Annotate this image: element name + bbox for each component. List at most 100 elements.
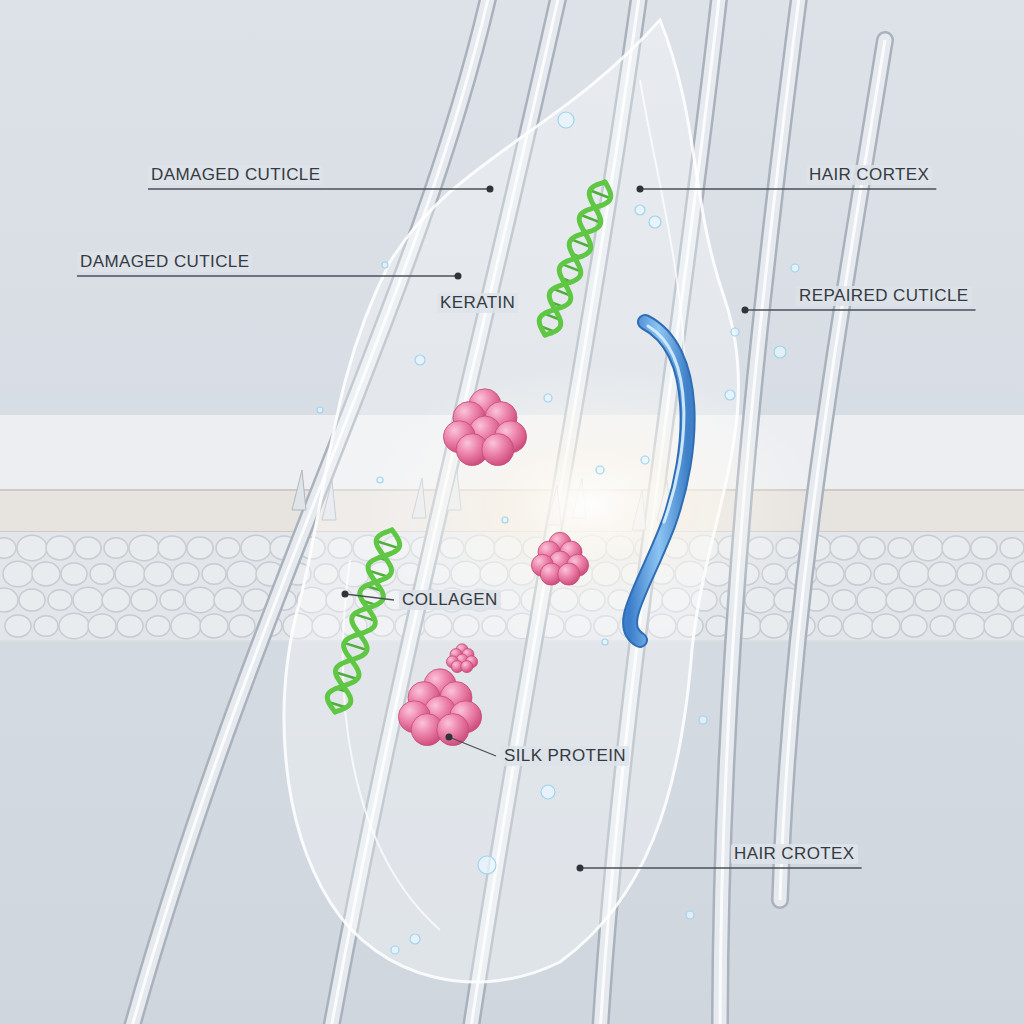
illustration-shape [832, 590, 856, 610]
illustration-shape [859, 537, 885, 559]
leader-dot [455, 273, 462, 280]
illustration-shape [0, 538, 16, 558]
illustration-shape [104, 538, 128, 558]
illustration-shape [942, 536, 970, 560]
illustration-shape [461, 661, 473, 673]
illustration-shape [34, 616, 58, 636]
leader-line [345, 594, 394, 600]
illustration-shape [32, 562, 60, 586]
leader-line [148, 188, 490, 189]
illustration-shape [969, 587, 999, 613]
protein-clusters [398, 389, 588, 746]
illustration-shape [699, 716, 707, 724]
illustration-shape [791, 264, 799, 272]
leader-dot [637, 186, 644, 193]
hair-strands [130, 0, 885, 1024]
illustration-shape [214, 588, 242, 612]
illustration-shape [686, 911, 694, 919]
leader-dot [487, 186, 494, 193]
leader-dot [342, 591, 349, 598]
illustration-shape [544, 394, 552, 402]
illustration-shape [415, 355, 425, 365]
illustration-shape [59, 613, 89, 639]
illustration-shape [3, 561, 33, 587]
illustration-shape [558, 563, 580, 585]
illustration-shape [88, 614, 116, 638]
illustration-shape [541, 785, 555, 799]
illustration-shape [216, 538, 240, 558]
illustration-shape [986, 564, 1010, 584]
illustration-shape [955, 613, 985, 639]
illustration-shape [391, 946, 399, 954]
illustration-shape [160, 590, 184, 610]
part-label: DAMAGED CUTICLE [148, 165, 323, 185]
illustration-shape [158, 536, 186, 560]
part-label: HAIR CORTEX [806, 165, 932, 185]
illustration-shape [46, 536, 74, 560]
illustration-shape [327, 530, 399, 712]
illustration-shape [75, 537, 101, 559]
repair-tube-shine [648, 326, 684, 522]
protein-helices [327, 182, 610, 712]
illustration-shape [558, 112, 574, 128]
illustration-shape [229, 615, 255, 637]
illustration-shape [539, 182, 610, 335]
illustration-shape [888, 538, 912, 558]
illustration-shape [171, 613, 201, 639]
leader-line [640, 188, 936, 189]
illustration-shape [5, 615, 31, 637]
leader-line [580, 867, 862, 868]
illustration-shape [913, 535, 943, 561]
illustration-shape [774, 346, 786, 358]
part-label: DAMAGED CUTICLE [77, 252, 252, 272]
illustration-shape [725, 390, 735, 400]
illustration-shape [830, 536, 858, 560]
illustration-shape [327, 530, 392, 712]
illustration-shape [131, 589, 157, 611]
illustration-shape [1013, 615, 1024, 637]
illustration-shape [886, 588, 914, 612]
illustration-shape [241, 535, 271, 561]
illustration-shape [857, 587, 887, 613]
illustration-shape [129, 535, 159, 561]
leader-line [77, 275, 458, 276]
illustration-shape [1000, 538, 1024, 558]
illustration-shape [602, 639, 608, 645]
illustration-shape [760, 614, 788, 638]
illustration-shape [146, 616, 170, 636]
illustration-shape [227, 561, 257, 587]
illustration-shape [410, 934, 420, 944]
illustration-shape [377, 477, 383, 483]
illustration-shape [930, 616, 954, 636]
illustration-shape [102, 588, 130, 612]
illustration-shape [48, 590, 72, 610]
part-label: SILK PROTEIN [501, 746, 629, 766]
illustration-shape [818, 616, 842, 636]
illustration-shape [731, 328, 739, 336]
illustration-shape [899, 561, 929, 587]
illustration-shape [200, 614, 228, 638]
illustration-shape [144, 562, 172, 586]
illustration-shape [187, 537, 213, 559]
repair-tube [630, 322, 688, 640]
illustration-shape [317, 407, 323, 413]
illustration-shape [437, 714, 469, 746]
leader-dot [446, 734, 453, 741]
leader-line [449, 737, 496, 756]
illustration-shape [915, 589, 941, 611]
light-glow [360, 365, 820, 645]
illustration-shape [1011, 561, 1024, 587]
leader-line [745, 309, 976, 310]
illustration-shape [874, 564, 898, 584]
illustration-shape [19, 589, 45, 611]
part-label: COLLAGEN [399, 590, 501, 610]
illustration-shape [596, 466, 604, 474]
illustration-shape [928, 562, 956, 586]
illustration-shape [845, 563, 871, 585]
illustration-shape [843, 613, 873, 639]
illustration-shape [635, 205, 645, 215]
illustration-shape [816, 562, 844, 586]
leader-dot [577, 865, 584, 872]
